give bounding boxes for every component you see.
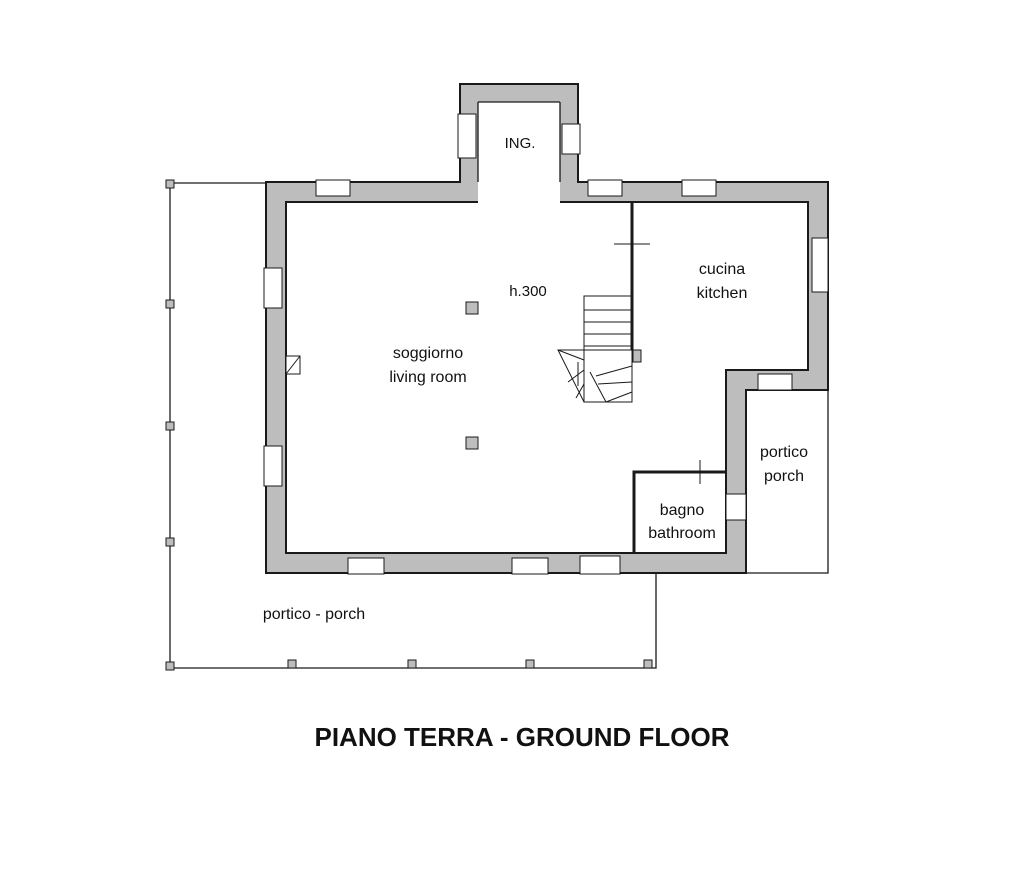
porch-posts: [165, 179, 653, 671]
bathroom-label-en: bathroom: [648, 525, 716, 542]
living-room-label-it: soggiorno: [393, 345, 463, 362]
kitchen-label-it: cucina: [699, 261, 745, 278]
wall-niche-diagonal: [285, 355, 301, 375]
ceiling-height-label: h.300: [509, 283, 547, 300]
entrance-inner-walls: [477, 101, 561, 182]
kitchen-wall-post: [632, 349, 642, 363]
entrance-room: [478, 102, 560, 204]
window: [347, 557, 385, 575]
staircase: [557, 295, 633, 403]
entrance-window-left: [457, 113, 477, 159]
entrance-window-right: [561, 123, 581, 155]
interior-column: [465, 301, 479, 315]
entrance-label: ING.: [505, 135, 536, 152]
window: [263, 267, 283, 309]
window: [725, 493, 747, 521]
window: [681, 179, 717, 197]
side-porch-label-en: porch: [764, 468, 804, 485]
window: [579, 555, 621, 575]
interior-column: [465, 436, 479, 450]
window: [757, 373, 793, 391]
side-porch-label-it: portico: [760, 444, 808, 461]
living-room-label-en: living room: [389, 369, 466, 386]
window: [263, 445, 283, 487]
window: [315, 179, 351, 197]
window: [587, 179, 623, 197]
window: [511, 557, 549, 575]
kitchen-label-en: kitchen: [697, 285, 748, 302]
bathroom-walls: [632, 470, 726, 553]
main-porch-label: portico - porch: [263, 606, 365, 623]
plan-title: PIANO TERRA - GROUND FLOOR: [314, 722, 729, 752]
window: [811, 237, 829, 293]
main-porch-outline: [169, 182, 657, 669]
bathroom-label-it: bagno: [660, 502, 705, 519]
